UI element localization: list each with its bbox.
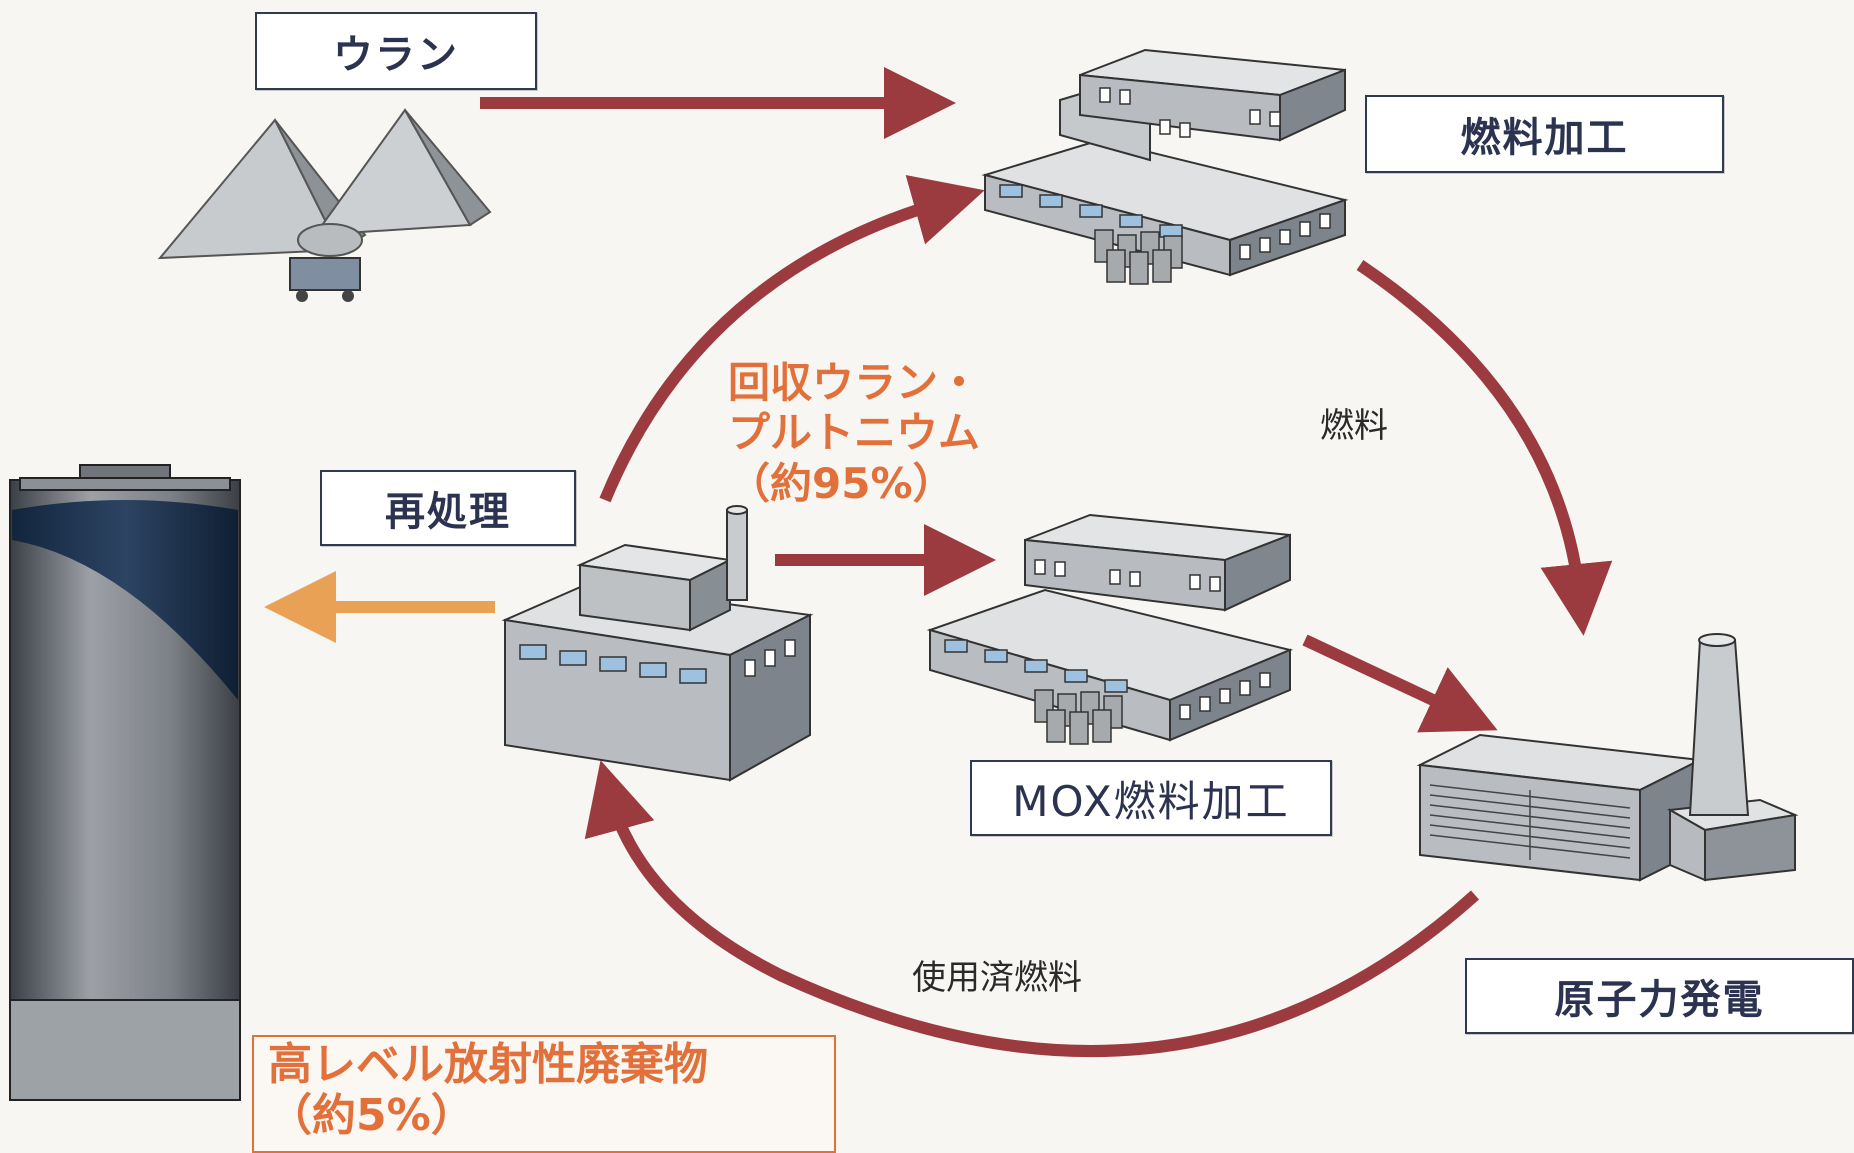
uranium-label-text: ウラン <box>333 32 459 78</box>
recovered-uranium-plutonium-label: 回収ウラン・ プルトニウム （約95%） <box>728 358 980 509</box>
mox-fabrication-label-text: MOX燃料加工 <box>1012 776 1290 826</box>
flow-arrows <box>264 67 1613 1058</box>
fuel-fabrication-label: 燃料加工 <box>1365 95 1724 173</box>
recovered-line-1: 回収ウラン・ <box>728 358 981 407</box>
fuel-fabrication-label-text: 燃料加工 <box>1460 115 1629 161</box>
mox-fabrication-factory <box>926 513 1294 745</box>
mox-to-power-arrow <box>1302 634 1498 733</box>
waste-canister <box>9 464 241 1101</box>
high-level-waste-box <box>252 1035 836 1153</box>
mox-fabrication-label: MOX燃料加工 <box>970 760 1332 836</box>
recovered-line-2: プルトニウム <box>728 408 981 458</box>
reprocessing-label-text: 再処理 <box>385 489 511 535</box>
fuel-flow-label: 燃料 <box>1320 406 1388 446</box>
high-level-waste-label: 高レベル放射性廃棄物 （約5%） <box>268 1039 708 1141</box>
recovered-line-3: （約95%） <box>728 458 955 508</box>
reprocessing-label: 再処理 <box>320 470 576 546</box>
waste-line-1: 高レベル放射性廃棄物 <box>268 1039 708 1090</box>
fuel-to-power-arrow <box>1356 260 1613 636</box>
nuclear-power-label: 原子力発電 <box>1465 958 1854 1034</box>
spent-fuel-flow-label: 使用済燃料 <box>912 958 1082 998</box>
fuel-fabrication-factory <box>981 48 1349 285</box>
spent-fuel-arrow <box>584 760 1480 1058</box>
reprocessing-plant <box>501 505 814 782</box>
waste-line-2: （約5%） <box>268 1089 475 1141</box>
nuclear-power-plant <box>1416 633 1799 882</box>
uranium-ore-illustration <box>157 108 492 302</box>
recovered-to-fuel-arrow <box>599 175 985 503</box>
nuclear-power-label-text: 原子力発電 <box>1554 977 1765 1023</box>
uranium-label: ウラン <box>255 12 537 90</box>
